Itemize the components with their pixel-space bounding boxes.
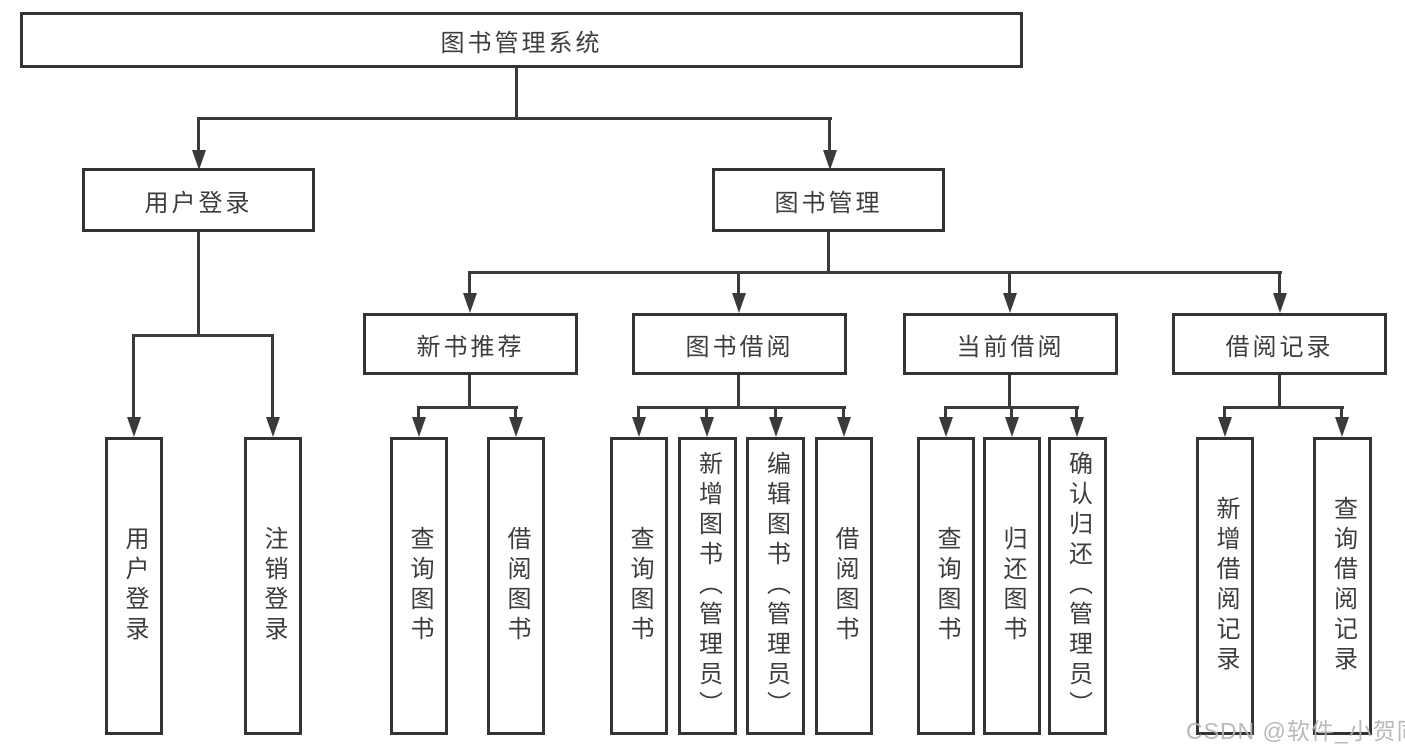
connector xyxy=(828,117,831,153)
node-label: 查询借阅记录 xyxy=(1329,496,1357,676)
arrowhead xyxy=(1335,417,1349,437)
csdn-watermark: CSDN @软件_小贺同学 xyxy=(1186,718,1405,744)
arrowhead xyxy=(732,293,746,313)
connector xyxy=(468,271,471,299)
connector xyxy=(197,232,200,335)
node-leaf-confirm-return-admin: 确认归还（管理员） xyxy=(1048,437,1107,735)
connector xyxy=(737,271,740,299)
node-label: 编辑图书（管理员） xyxy=(762,451,790,721)
node-leaf-return-books: 归还图书 xyxy=(983,437,1041,735)
node-leaf-query-borrow-record: 查询借阅记录 xyxy=(1313,437,1372,735)
connector xyxy=(827,232,830,274)
node-leaf-user-login: 用户登录 xyxy=(105,437,163,735)
connector xyxy=(1075,406,1078,420)
node-borrowing-records: 借阅记录 xyxy=(1172,313,1387,375)
arrowhead xyxy=(769,417,783,437)
node-label: 借阅记录 xyxy=(1225,333,1334,361)
connector xyxy=(1278,271,1281,299)
node-leaf-add-borrow-record: 新增借阅记录 xyxy=(1196,437,1254,735)
node-leaf-borrow-books: 借阅图书 xyxy=(815,437,873,735)
connector xyxy=(515,68,518,118)
node-new-book-recommend: 新书推荐 xyxy=(363,313,578,375)
node-label: 借阅图书 xyxy=(503,526,530,646)
node-leaf-add-books-admin: 新增图书（管理员） xyxy=(678,437,737,735)
arrowhead xyxy=(632,417,646,437)
connector xyxy=(417,406,420,420)
arrowhead xyxy=(1218,417,1232,437)
connector xyxy=(1008,375,1011,408)
node-leaf-edit-books-admin: 编辑图书（管理员） xyxy=(746,437,805,735)
node-label: 当前借阅 xyxy=(956,333,1065,361)
node-label: 新增借阅记录 xyxy=(1212,496,1239,676)
node-label: 图书管理系统 xyxy=(440,29,603,57)
connector xyxy=(1278,375,1281,408)
node-label: 图书管理 xyxy=(774,189,883,217)
connector xyxy=(132,334,135,420)
connector xyxy=(774,406,777,420)
connector xyxy=(271,334,274,420)
node-leaf-query-books-recommend: 查询图书 xyxy=(390,437,448,735)
node-label: 用户登录 xyxy=(121,526,148,646)
node-label: 确认归还（管理员） xyxy=(1064,451,1092,721)
connector xyxy=(468,271,1282,274)
node-library-management-system: 图书管理系统 xyxy=(20,12,1023,68)
connector xyxy=(514,406,517,420)
node-label: 新书推荐 xyxy=(416,333,525,361)
connector xyxy=(468,375,471,408)
node-leaf-query-books-current: 查询图书 xyxy=(917,437,975,735)
arrowhead xyxy=(1070,417,1084,437)
connector xyxy=(705,406,708,420)
connector xyxy=(1340,406,1343,420)
arrowhead xyxy=(1005,417,1019,437)
connector xyxy=(1223,406,1344,409)
arrowhead xyxy=(939,417,953,437)
arrowhead xyxy=(1273,293,1287,313)
arrowhead xyxy=(192,150,206,170)
connector xyxy=(737,375,740,408)
node-label: 新增图书（管理员） xyxy=(694,451,722,721)
node-current-borrowing: 当前借阅 xyxy=(903,313,1118,375)
connector xyxy=(132,334,274,337)
connector xyxy=(637,406,846,409)
node-book-borrowing: 图书借阅 xyxy=(632,313,847,375)
node-leaf-query-books-borrowing: 查询图书 xyxy=(610,437,668,735)
node-label: 用户登录 xyxy=(144,189,253,217)
connector xyxy=(1223,406,1226,420)
node-label: 借阅图书 xyxy=(831,526,858,646)
node-book-management: 图书管理 xyxy=(712,168,945,232)
node-user-login: 用户登录 xyxy=(82,168,315,232)
node-label: 图书借阅 xyxy=(685,333,794,361)
connector xyxy=(944,406,947,420)
connector xyxy=(197,117,200,153)
node-leaf-borrow-books-recommend: 借阅图书 xyxy=(487,437,545,735)
arrowhead xyxy=(412,417,426,437)
connector xyxy=(637,406,640,420)
connector xyxy=(1010,406,1013,420)
arrowhead xyxy=(837,417,851,437)
connector xyxy=(197,117,832,120)
arrowhead xyxy=(463,293,477,313)
arrowhead xyxy=(823,150,837,170)
arrowhead xyxy=(127,417,141,437)
node-label: 注销登录 xyxy=(260,526,287,646)
node-leaf-logout: 注销登录 xyxy=(244,437,302,735)
connector xyxy=(842,406,845,420)
arrowhead xyxy=(509,417,523,437)
node-label: 查询图书 xyxy=(406,526,433,646)
node-label: 归还图书 xyxy=(999,526,1026,646)
node-label: 查询图书 xyxy=(626,526,653,646)
connector xyxy=(1008,271,1011,299)
node-label: 查询图书 xyxy=(933,526,960,646)
arrowhead xyxy=(266,417,280,437)
connector xyxy=(417,406,518,409)
arrowhead xyxy=(1003,293,1017,313)
arrowhead xyxy=(700,417,714,437)
